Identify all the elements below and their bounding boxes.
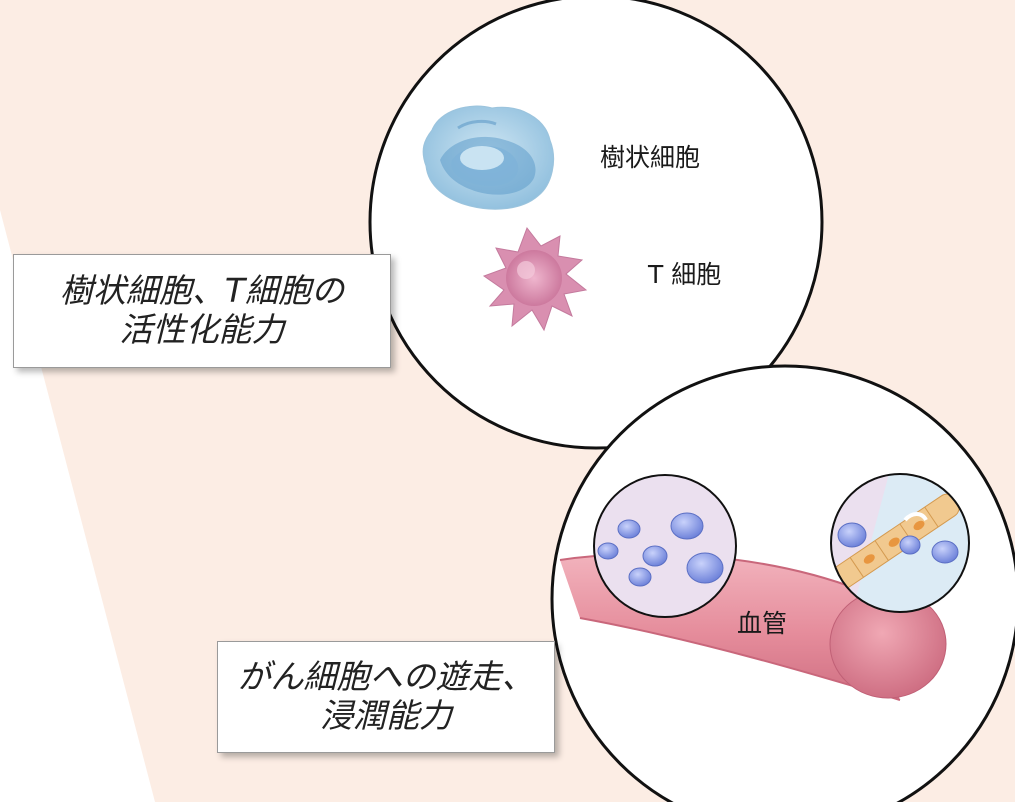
lymphocytes-crossing-vessel-wall-icon	[830, 473, 970, 613]
migration-callout-line1: がん細胞への遊走、	[237, 657, 535, 697]
t-cell-label: T 細胞	[648, 260, 722, 289]
cells-circle-border	[368, 0, 824, 450]
activation-callout: 樹状細胞、T細胞の 活性化能力	[13, 254, 391, 368]
cells-circle	[368, 0, 824, 450]
dendritic-cell-icon	[422, 105, 555, 210]
blood-vessel-label: 血管	[737, 609, 788, 638]
activation-callout-line1: 樹状細胞、T細胞の	[59, 271, 345, 311]
dendritic-cell-label: 樹状細胞	[600, 143, 701, 172]
lymphocytes-in-vessel-icon	[593, 474, 737, 618]
activation-callout-line2: 活性化能力	[119, 310, 285, 349]
migration-callout: がん細胞への遊走、 浸潤能力	[217, 641, 555, 753]
migration-callout-line2: 浸潤能力	[320, 696, 452, 735]
vessel-circle-border	[550, 364, 1015, 802]
t-cell-icon	[482, 226, 588, 332]
